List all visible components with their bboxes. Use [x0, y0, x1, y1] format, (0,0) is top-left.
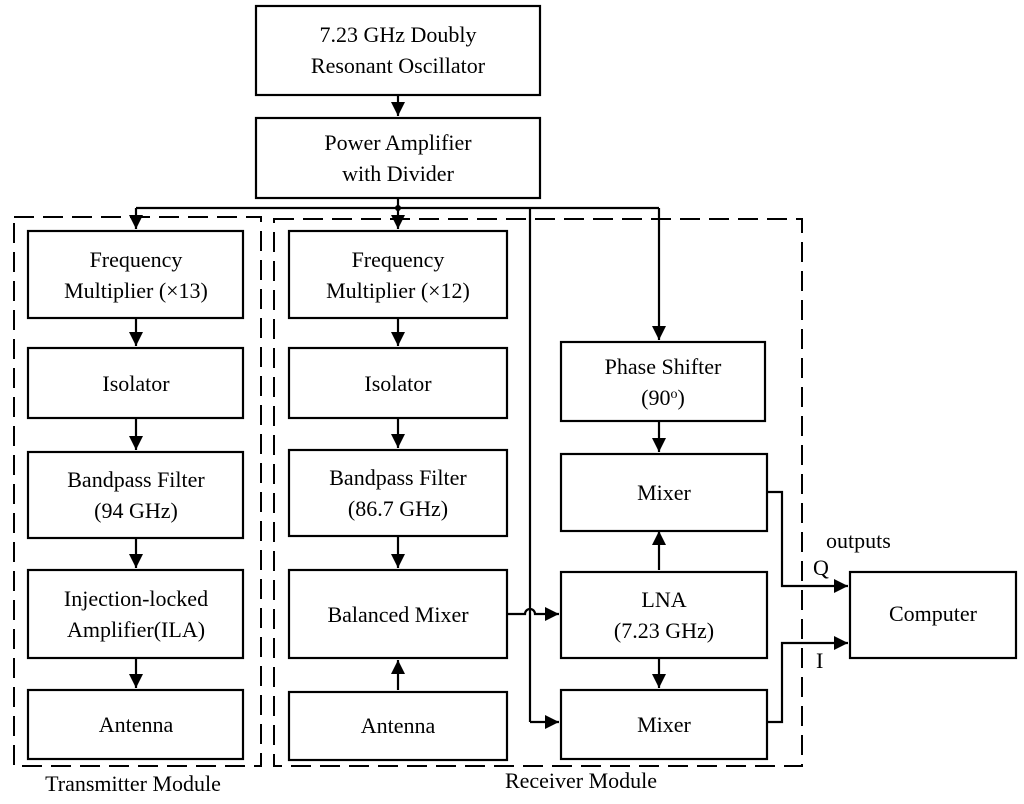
- rx-antenna-line1: Antenna: [361, 713, 436, 738]
- power-amp-line2: with Divider: [342, 161, 454, 186]
- rx-bpf-line1: Bandpass Filter: [329, 465, 467, 490]
- tx-bandpass-filter-block: Bandpass Filter (94 GHz): [26, 450, 245, 540]
- tx-antenna-block: Antenna: [26, 688, 245, 761]
- rx-bandpass-filter-block: Bandpass Filter (86.7 GHz): [287, 448, 509, 538]
- wire-q-output: [767, 490, 848, 593]
- oscillator-block: 7.23 GHz Doubly Resonant Oscillator: [254, 4, 542, 97]
- rx-bpf-line2: (86.7 GHz): [348, 496, 448, 521]
- power-amplifier-block: Power Amplifier with Divider: [254, 116, 542, 200]
- rx-antenna-block: Antenna: [287, 690, 509, 762]
- oscillator-line2: Resonant Oscillator: [311, 53, 486, 78]
- mixer-bottom-line1: Mixer: [637, 712, 691, 737]
- tx-frequency-multiplier-block: Frequency Multiplier (×13): [26, 229, 245, 320]
- lna-line1: LNA: [641, 587, 686, 612]
- arrow-mixer-to-lna: [507, 607, 559, 621]
- tx-ila-line2: Amplifier(ILA): [67, 617, 205, 642]
- lna-block: LNA (7.23 GHz): [559, 570, 769, 660]
- tx-freq-mult-line1: Frequency: [90, 247, 183, 272]
- rx-isolator-block: Isolator: [287, 346, 509, 420]
- rx-freq-mult-line2: Multiplier (×12): [326, 278, 470, 303]
- connectors: [129, 95, 848, 729]
- power-amp-line1: Power Amplifier: [324, 130, 472, 155]
- mixer-top-block: Mixer: [559, 452, 769, 533]
- receiver-module-label: Receiver Module: [505, 768, 657, 793]
- mixer-bottom-block: Mixer: [559, 688, 769, 761]
- phase-shifter-line1: Phase Shifter: [605, 354, 722, 379]
- mixer-top-line1: Mixer: [637, 480, 691, 505]
- lna-line2: (7.23 GHz): [614, 618, 714, 643]
- rx-isolator-line1: Isolator: [364, 371, 432, 396]
- q-output-label: Q: [813, 555, 829, 580]
- receiver-module-boundary: [273, 218, 803, 767]
- wire-i-output: [767, 636, 848, 724]
- rx-freq-mult-line1: Frequency: [352, 247, 445, 272]
- tx-isolator-block: Isolator: [26, 346, 245, 420]
- oscillator-line1: 7.23 GHz Doubly: [319, 22, 476, 47]
- tx-bpf-line2: (94 GHz): [94, 498, 178, 523]
- outputs-label: outputs: [826, 528, 891, 553]
- phase-shifter-block: Phase Shifter (90o): [559, 340, 767, 423]
- rx-frequency-multiplier-block: Frequency Multiplier (×12): [287, 229, 509, 320]
- balanced-mixer-block: Balanced Mixer: [287, 568, 509, 660]
- i-output-label: I: [816, 648, 823, 673]
- computer-line1: Computer: [889, 601, 978, 626]
- balanced-mixer-line1: Balanced Mixer: [327, 602, 469, 627]
- phase-shifter-line2: (90o): [641, 385, 685, 410]
- tx-antenna-line1: Antenna: [99, 712, 174, 737]
- tx-isolator-line1: Isolator: [102, 371, 170, 396]
- tx-freq-mult-line2: Multiplier (×13): [64, 278, 208, 303]
- tx-ila-line1: Injection-locked: [64, 586, 208, 611]
- transmitter-module-label: Transmitter Module: [45, 771, 221, 796]
- tx-bpf-line1: Bandpass Filter: [67, 467, 205, 492]
- tx-ila-block: Injection-locked Amplifier(ILA): [26, 568, 245, 660]
- computer-block: Computer: [848, 570, 1018, 660]
